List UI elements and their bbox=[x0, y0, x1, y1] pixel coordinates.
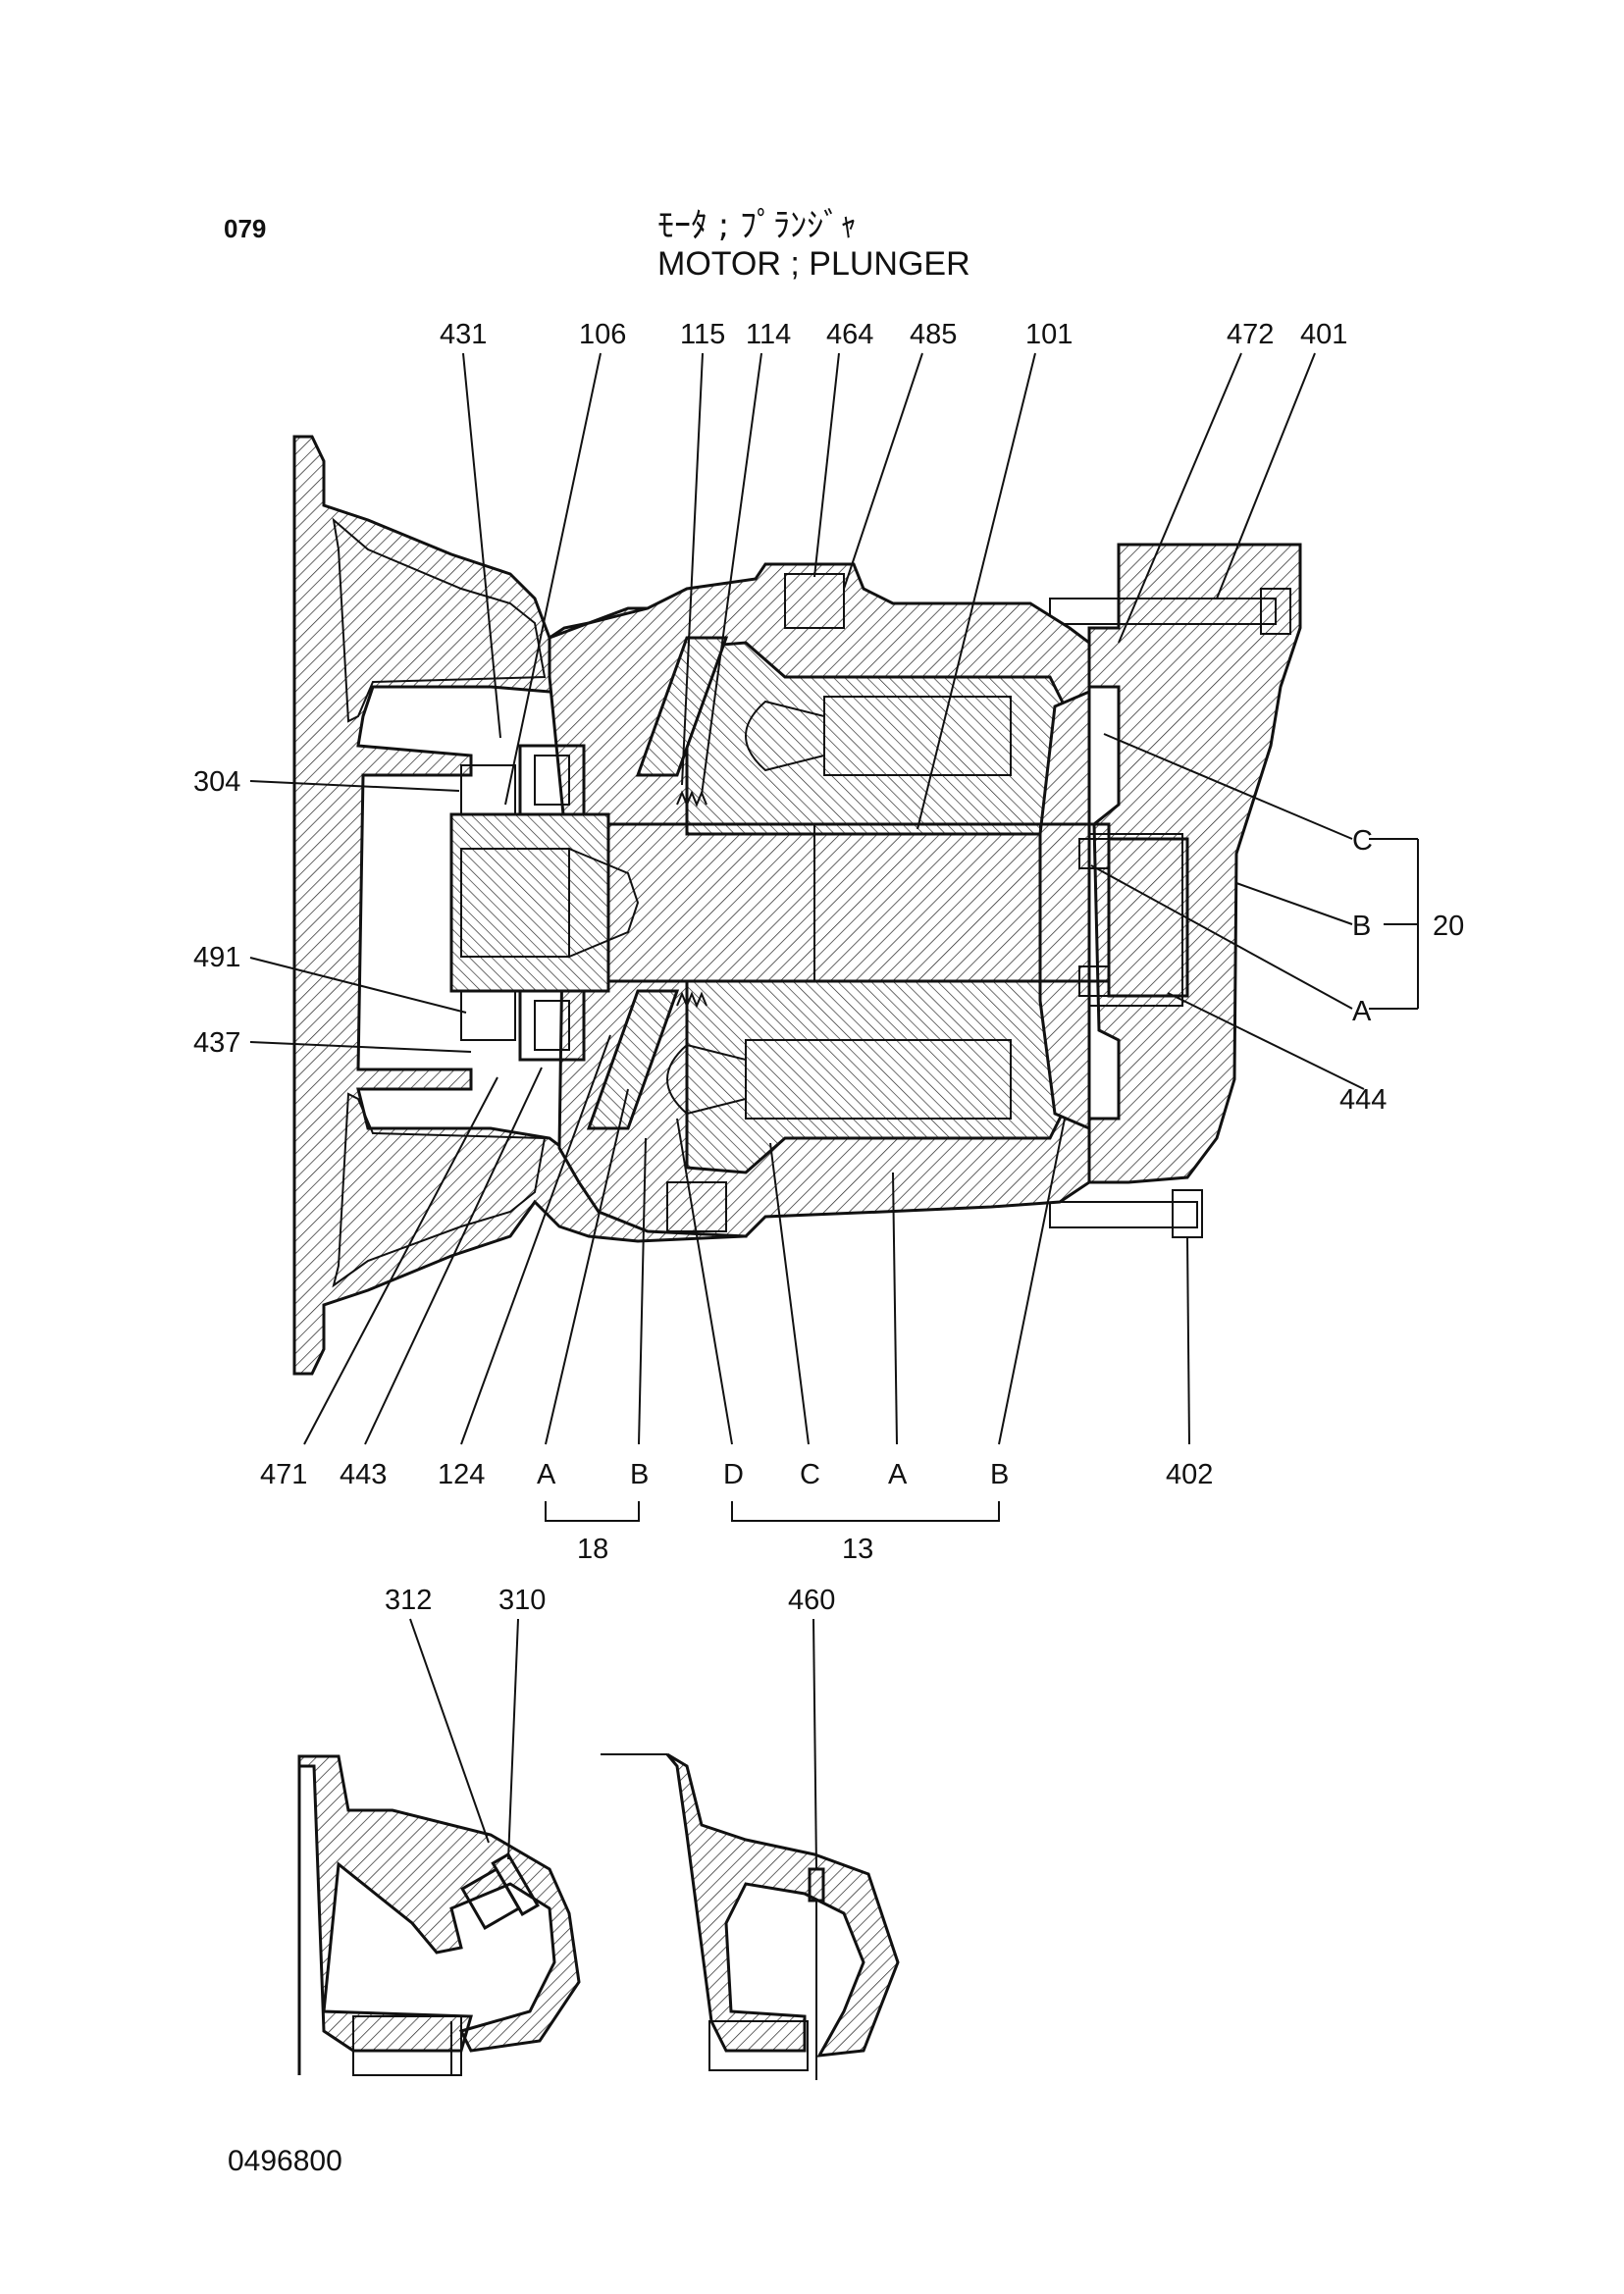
bracket-18 bbox=[545, 1501, 640, 1522]
swash-plate bbox=[635, 636, 729, 777]
shaft-spline-end bbox=[449, 812, 610, 993]
callout-a-18: A bbox=[537, 1459, 556, 1490]
callout-312: 312 bbox=[385, 1585, 432, 1616]
shoe-lower bbox=[666, 1043, 747, 1116]
callout-106: 106 bbox=[579, 319, 626, 350]
main-section bbox=[292, 435, 1302, 1376]
callout-431: 431 bbox=[440, 319, 487, 350]
figure-number: 0496800 bbox=[228, 2145, 342, 2177]
callout-c-right: C bbox=[1352, 825, 1373, 857]
spring-lower bbox=[676, 991, 707, 1009]
detail-view-plug: 312 310 bbox=[297, 1585, 581, 2076]
title-english: MOTOR ; PLUNGER bbox=[657, 245, 970, 283]
callout-b-right: B bbox=[1352, 911, 1371, 942]
callout-437: 437 bbox=[193, 1027, 240, 1059]
callout-124: 124 bbox=[438, 1459, 485, 1490]
callout-115: 115 bbox=[680, 319, 725, 350]
callout-c-13: C bbox=[800, 1459, 820, 1490]
callout-443: 443 bbox=[340, 1459, 387, 1490]
callout-310: 310 bbox=[498, 1585, 546, 1616]
callout-labels: 431 106 115 114 464 485 101 472 401 304 … bbox=[193, 319, 1464, 1565]
callout-a-13: A bbox=[888, 1459, 908, 1490]
leader-lines bbox=[249, 352, 1419, 1522]
swash-plate-lower bbox=[586, 989, 680, 1130]
callout-b-18: B bbox=[630, 1459, 649, 1490]
bolt-401 bbox=[1049, 598, 1277, 625]
callout-471: 471 bbox=[260, 1459, 307, 1490]
callout-464: 464 bbox=[826, 319, 873, 350]
bolt-401-head bbox=[1260, 588, 1291, 635]
shoe-upper bbox=[745, 700, 825, 772]
callout-13: 13 bbox=[842, 1534, 873, 1565]
seal-upper bbox=[460, 764, 516, 815]
callout-472: 472 bbox=[1227, 319, 1274, 350]
flange-pocket bbox=[332, 517, 547, 723]
end-cover bbox=[1087, 543, 1302, 1184]
callout-18: 18 bbox=[577, 1534, 608, 1565]
callout-402: 402 bbox=[1166, 1459, 1213, 1490]
flange-pocket-lower bbox=[332, 1092, 547, 1288]
callout-101: 101 bbox=[1025, 319, 1073, 350]
bearing-lower bbox=[518, 989, 586, 1062]
seal-lower bbox=[460, 990, 516, 1041]
callout-a-right: A bbox=[1352, 996, 1372, 1027]
callout-485: 485 bbox=[910, 319, 957, 350]
callout-460: 460 bbox=[788, 1585, 835, 1616]
title-japanese: ﾓｰﾀ ; ﾌﾟﾗﾝｼﾞｬ bbox=[657, 206, 858, 245]
callout-401: 401 bbox=[1300, 319, 1347, 350]
detail-view-plug-460: 460 bbox=[601, 1585, 900, 2080]
callout-444: 444 bbox=[1339, 1084, 1387, 1116]
bearing-upper bbox=[518, 744, 586, 816]
callout-b-13: B bbox=[990, 1459, 1009, 1490]
bolt-402 bbox=[1049, 1201, 1198, 1228]
callout-491: 491 bbox=[193, 942, 240, 973]
bracket-13 bbox=[731, 1501, 1000, 1522]
callout-114: 114 bbox=[746, 319, 791, 350]
callout-d-13: D bbox=[723, 1459, 744, 1490]
callout-304: 304 bbox=[193, 766, 240, 798]
page-number: 079 bbox=[224, 214, 267, 243]
callout-20: 20 bbox=[1433, 911, 1464, 942]
